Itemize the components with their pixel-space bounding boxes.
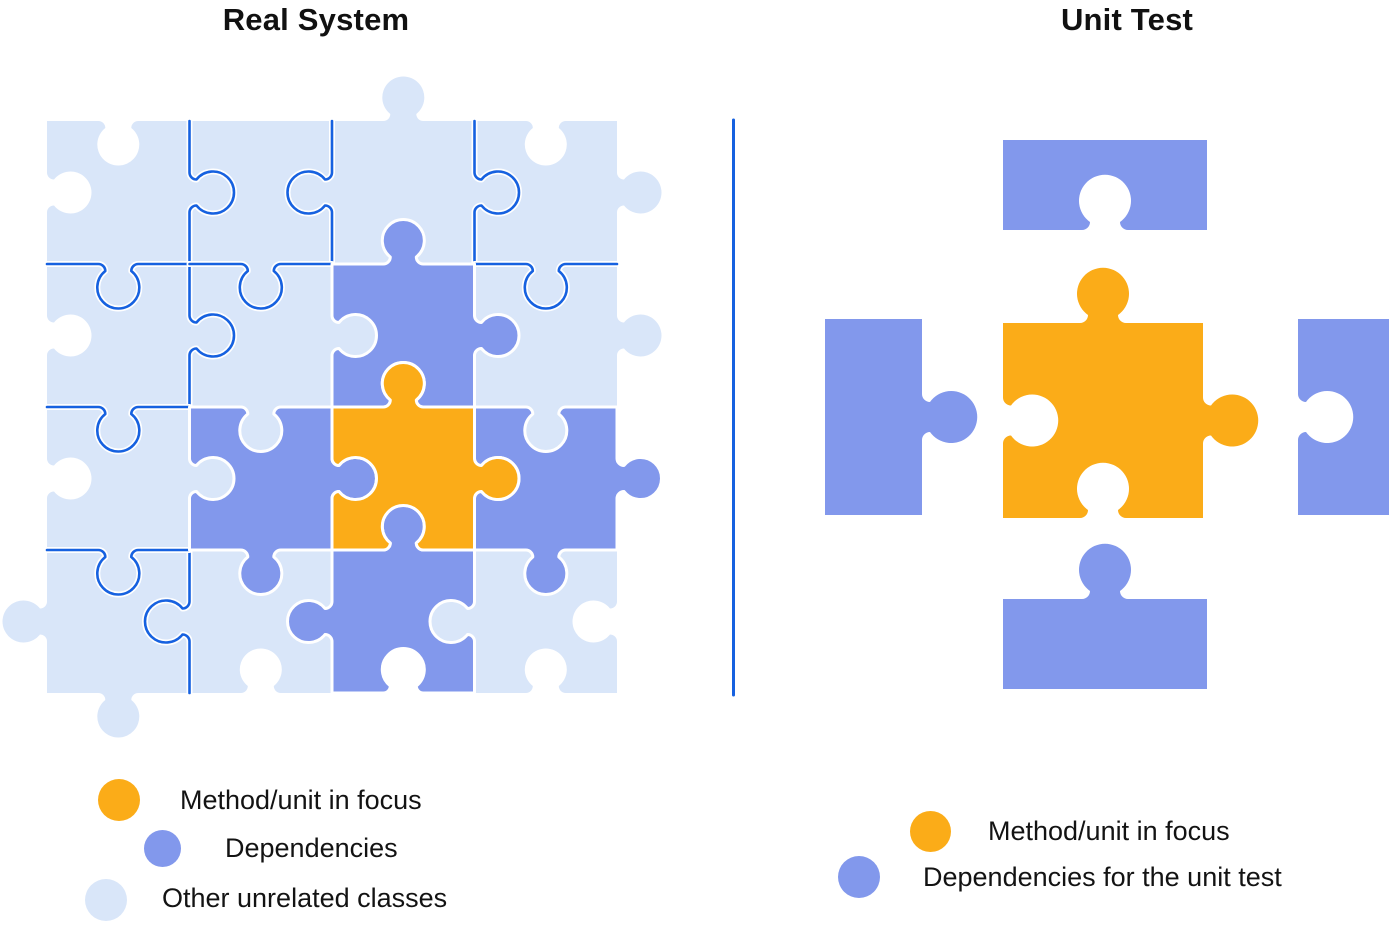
real-piece-r2c2-focus [330, 361, 521, 552]
unittest-piece-left-dependency [825, 319, 978, 515]
legend-label-focus: Method/unit in focus [180, 785, 422, 815]
piece-boundary-outline-0 [188, 119, 236, 266]
piece-boundary-outline-9 [45, 548, 191, 596]
real-piece-r3c3-unrelated [430, 550, 617, 694]
legend-swatch-dependencies [144, 830, 181, 867]
piece-boundary-outline-3 [188, 262, 236, 409]
legend-swatch-focus-unittest [910, 811, 951, 852]
unittest-piece-top-dependency [1003, 140, 1207, 230]
piece-boundary-outline-6 [188, 262, 334, 310]
legend-label-focus-unittest: Method/unit in focus [988, 816, 1230, 846]
piece-boundary-outline-4 [143, 548, 191, 695]
real-piece-r1c1-unrelated [189, 264, 377, 452]
legend-label-dependencies: Dependencies [225, 833, 398, 863]
real-piece-r3c0-unrelated [2, 550, 190, 738]
legend-label-dependencies-unittest: Dependencies for the unit test [923, 862, 1282, 892]
piece-boundary-outline-8 [45, 405, 191, 453]
legend-swatch-unrelated [85, 879, 127, 921]
unittest-piece-right-dependency [1298, 319, 1389, 515]
piece-boundary-outline-1 [286, 119, 334, 266]
unit-test-title: Unit Test [1060, 2, 1194, 37]
piece-boundary-outline-2 [473, 119, 521, 266]
unittest-piece-bottom-dependency [1003, 543, 1207, 689]
real-piece-r0c2-unrelated [287, 76, 519, 265]
legend-label-unrelated: Other unrelated classes [162, 883, 448, 913]
piece-boundary-outline-7 [473, 262, 619, 310]
real-system-title: Real System [222, 2, 410, 37]
piece-boundary-outline-5 [45, 262, 191, 310]
real-piece-r1c3-unrelated [474, 264, 662, 452]
legend-swatch-dependencies-unittest [838, 856, 880, 898]
unittest-piece-center-focus [1003, 267, 1259, 518]
legend-swatch-focus [98, 779, 140, 821]
